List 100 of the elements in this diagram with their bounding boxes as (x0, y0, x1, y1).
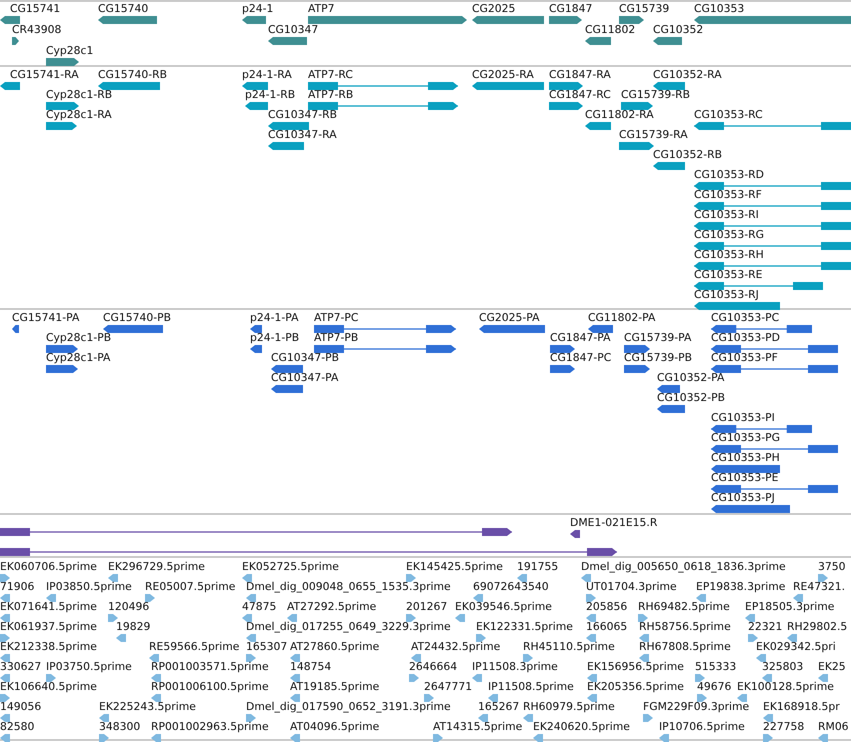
feature-label: Cyp28c1-RB (46, 88, 112, 101)
feature-label: CG1847-RA (549, 68, 611, 81)
feature-label: EK122331.5prime (476, 620, 573, 633)
feature-label: CG10347-RA (268, 128, 337, 141)
feature-label: 82580 (0, 720, 34, 733)
feature-label: CG10353-PI (711, 411, 775, 424)
feature-label: CG10353-PH (711, 451, 780, 464)
feature-label: IP10706.5prime (659, 720, 745, 733)
feature-label: CG15741-PA (12, 311, 80, 324)
feature-label: RH67808.5prime (639, 640, 731, 653)
feature-label: 165267 (478, 700, 520, 713)
feature-label: Cyp28c1 (46, 44, 94, 57)
feature-label: CG10347-PB (271, 351, 340, 364)
feature-label: EK039546.5prime (455, 600, 552, 613)
feature-label: 2646664 (409, 660, 458, 673)
feature-label: EK156956.5prime (587, 660, 684, 673)
feature-label: p24-1-RB (245, 88, 296, 101)
feature-label: Dmel_dig_017590_0652_3191.3prime (246, 700, 451, 713)
feature-label: Dmel_dig_009048_0655_1535.3prime (246, 580, 451, 593)
feature-label: ATP7-RB (308, 88, 354, 101)
feature-label: CG1847-RC (549, 88, 611, 101)
feature-label: RH58756.5prime (639, 620, 731, 633)
feature-label: 148754 (290, 660, 332, 673)
feature-label: AT14315.5prime (433, 720, 522, 733)
feature-label: IP03850.5prime (46, 580, 132, 593)
feature-label: CG15740 (98, 2, 148, 15)
feature-label: EK25 (818, 660, 846, 673)
feature-label: Dmel_dig_017255_0649_3229.3prime (246, 620, 451, 633)
feature-label: Cyp28c1-RA (46, 108, 112, 121)
feature-label: CG10353-PJ (711, 491, 775, 504)
feature-label: RE59566.5prime (149, 640, 240, 653)
feature-label: UT01704.3prime (586, 580, 677, 593)
feature-label: EK225243.5prime (99, 700, 196, 713)
feature-label: RE05007.5prime (145, 580, 236, 593)
feature-label: 149056 (0, 700, 42, 713)
feature-label: CG10353 (694, 2, 744, 15)
feature-label: EK060706.5prime (0, 560, 97, 573)
feature-label: RP001003571.5prime (151, 660, 269, 673)
feature-label: CG10353-PG (711, 431, 780, 444)
feature-label: CG15739-RB (621, 88, 690, 101)
feature-label: 49676 (697, 680, 732, 693)
feature-label: RM06 (818, 720, 849, 733)
feature-label: 205856 (586, 600, 628, 613)
feature-label: Cyp28c1-PB (46, 331, 112, 344)
feature-label: RH45110.5prime (523, 640, 615, 653)
feature-label: EK212338.5prime (0, 640, 97, 653)
feature-label: EK029342.5pri (756, 640, 836, 653)
feature-label: CG10352 (653, 23, 704, 36)
feature-label: RH29802.5 (787, 620, 848, 633)
feature-label: IP11508.5prime (488, 680, 574, 693)
feature-label: CG2025-PA (479, 311, 540, 324)
feature-label: 166065 (586, 620, 628, 633)
feature-label: CG15740-PB (103, 311, 172, 324)
feature-label: CG15739-PA (624, 331, 692, 344)
feature-label: CG15740-RB (98, 68, 168, 81)
feature-label: CG10353-PF (711, 351, 778, 364)
feature-label: CG10347-RB (268, 108, 338, 121)
feature-label: 515333 (695, 660, 736, 673)
feature-label: FGM229F09.3prime (643, 700, 750, 713)
feature-label: ATP7 (308, 2, 335, 15)
feature-label: CG10353-RE (694, 268, 762, 281)
feature-label: AT24432.5prime (411, 640, 500, 653)
feature-label: CG10353-PC (711, 311, 780, 324)
feature-label: AT19185.5prime (290, 680, 380, 693)
feature-label: CG15739 (619, 2, 670, 15)
feature-label: CG10347 (268, 23, 318, 36)
feature-label: EK061937.5prime (0, 620, 97, 633)
feature-label: AT04096.5prime (290, 720, 380, 733)
feature-label: CG11802-RA (585, 108, 654, 121)
feature-label: EK168918.5pr (763, 700, 840, 713)
feature-label: CG2025-RA (472, 68, 534, 81)
feature-label: CG10353-RC (694, 108, 763, 121)
feature-label: 165307 (246, 640, 288, 653)
feature-label: p24-1 (242, 2, 274, 15)
feature-label: CG10352-PA (657, 371, 724, 384)
feature-label: p24-1-PA (250, 311, 298, 324)
feature-label: CG15741-RA (10, 68, 79, 81)
feature-label: RP001002963.5prime (151, 720, 269, 733)
feature-label: DME1-021E15.R (570, 516, 658, 529)
feature-label: IP11508.3prime (472, 660, 558, 673)
feature-label: EK205356.5prime (587, 680, 684, 693)
feature-label: CG11802 (585, 23, 636, 36)
feature-label: 227758 (763, 720, 804, 733)
feature-label: CG10347-PA (271, 371, 338, 384)
feature-label: CG10353-RI (694, 208, 759, 221)
feature-label: 330627 (0, 660, 42, 673)
feature-label: EK296729.5prime (108, 560, 205, 573)
feature-label: 325803 (762, 660, 804, 673)
feature-label: CG15739-RA (619, 128, 688, 141)
feature-label: CG10353-PD (711, 331, 780, 344)
feature-label: CG10353-RG (694, 228, 764, 241)
feature-label: EP18505.3prime (745, 600, 834, 613)
feature-label: Dmel_dig_005650_0618_1836.3prime (581, 560, 786, 573)
feature-label: EK100128.5prime (737, 680, 834, 693)
feature-label: CG1847 (549, 2, 592, 15)
feature-label: IP03750.5prime (46, 660, 132, 673)
feature-label: 47875 (242, 600, 276, 613)
feature-label: CG15741 (10, 2, 60, 15)
feature-label: CR43908 (12, 23, 62, 36)
feature-label: CG10353-RH (694, 248, 764, 261)
